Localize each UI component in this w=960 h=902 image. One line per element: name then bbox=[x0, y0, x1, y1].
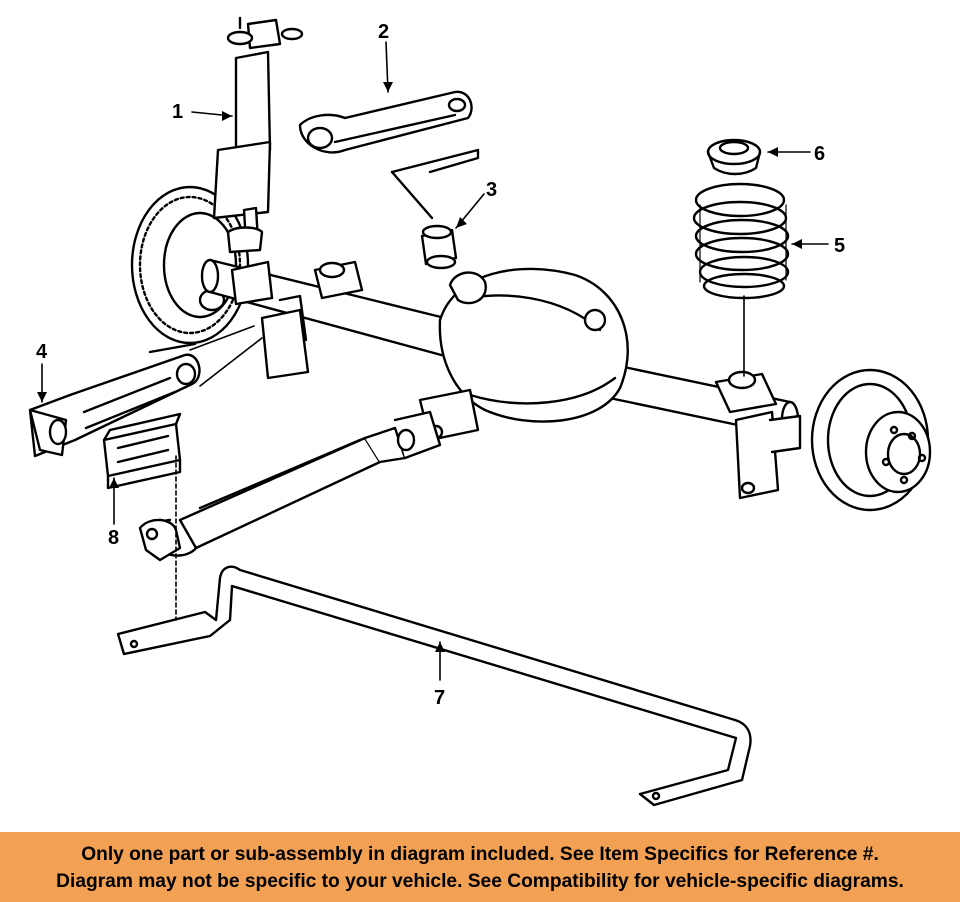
disclaimer-line-1: Only one part or sub-assembly in diagram… bbox=[81, 844, 879, 865]
coil-spring bbox=[692, 182, 790, 300]
lower-control-arm bbox=[28, 342, 201, 458]
left-axle-bracket bbox=[260, 308, 310, 380]
left-shock-mount bbox=[230, 260, 274, 306]
leader-lines bbox=[41, 41, 829, 681]
callout-3-label: 3 bbox=[486, 179, 497, 201]
shock-absorber bbox=[212, 16, 304, 254]
callout-4-label: 4 bbox=[36, 341, 48, 363]
drive-shaft bbox=[138, 410, 442, 562]
callout-6-label: 6 bbox=[814, 143, 825, 165]
left-brake-drum bbox=[130, 185, 250, 345]
callout-5-label: 5 bbox=[834, 235, 845, 257]
callout-7-label: 7 bbox=[434, 687, 445, 709]
callout-1-label: 1 bbox=[172, 101, 183, 123]
right-axle-bracket bbox=[734, 410, 780, 500]
spring-insulator bbox=[706, 138, 762, 176]
upper-control-arm bbox=[298, 90, 480, 220]
disclaimer-line-2: Diagram may not be specific to your vehi… bbox=[56, 871, 904, 892]
callout-2-label: 2 bbox=[378, 21, 389, 43]
callout-8-label: 8 bbox=[108, 527, 119, 549]
stabilizer-bar bbox=[116, 565, 752, 807]
rear-suspension-diagram: 1 2 3 4 5 6 7 8 bbox=[28, 16, 932, 807]
disclaimer-banner: Only one part or sub-assembly in diagram… bbox=[0, 832, 960, 902]
right-brake-drum bbox=[810, 368, 932, 512]
bushing bbox=[420, 224, 458, 270]
bracket bbox=[102, 412, 182, 490]
